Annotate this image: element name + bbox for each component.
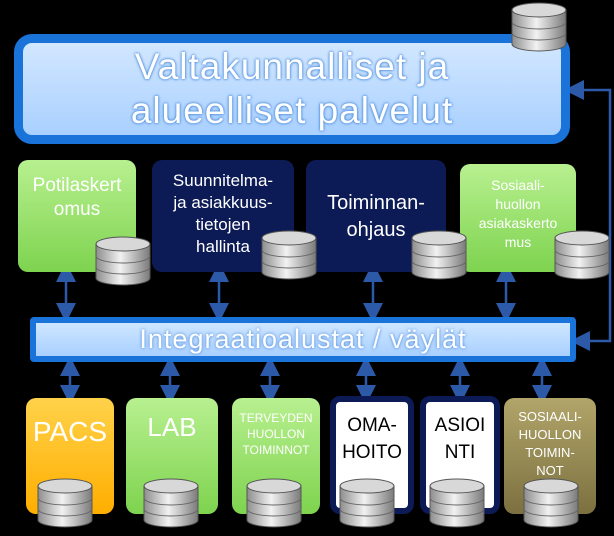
database-icon (143, 478, 199, 528)
database-icon (429, 478, 485, 528)
national-services-label: Valtakunnalliset ja alueelliset palvelut (130, 46, 454, 131)
database-icon (246, 478, 302, 528)
sosiaalihuolto-toiminnot-label: SOSIAALI- HUOLLON TOIMIN- NOT (518, 409, 582, 478)
database-icon (261, 230, 317, 280)
omahoito-label: OMA- HOITO (342, 415, 402, 463)
toiminnanohjaus-label: Toiminnan- ohjaus (327, 192, 425, 241)
terveydenhuolto-label: TERVEYDEN HUOLLON TOIMINNOT (239, 411, 313, 457)
integration-bar-label: Integraatioalustat / väylät (139, 324, 467, 354)
arrow-bar-top-loop (564, 80, 612, 351)
database-icon (554, 230, 610, 280)
national-services-box: Valtakunnalliset ja alueelliset palvelut (14, 34, 570, 144)
lab-label: LAB (147, 412, 197, 442)
database-icon (37, 478, 93, 528)
potilaskertomus-label: Potilaskert omus (32, 175, 122, 220)
suunnitelma-label: Suunnitelma- ja asiakkuus- tietojen hall… (172, 171, 274, 256)
database-icon (95, 236, 151, 286)
integration-bar: Integraatioalustat / väylät (30, 317, 576, 362)
sosiaalihuolto-asiakaskertomus-label: Sosiaali- huollon asiakaskerto mus (478, 177, 558, 250)
database-icon (339, 478, 395, 528)
pacs-label: PACS (32, 416, 108, 447)
database-icon (411, 230, 467, 280)
database-icon (511, 2, 567, 52)
asiointi-label: ASIOI NTI (434, 415, 486, 463)
database-icon (523, 478, 579, 528)
